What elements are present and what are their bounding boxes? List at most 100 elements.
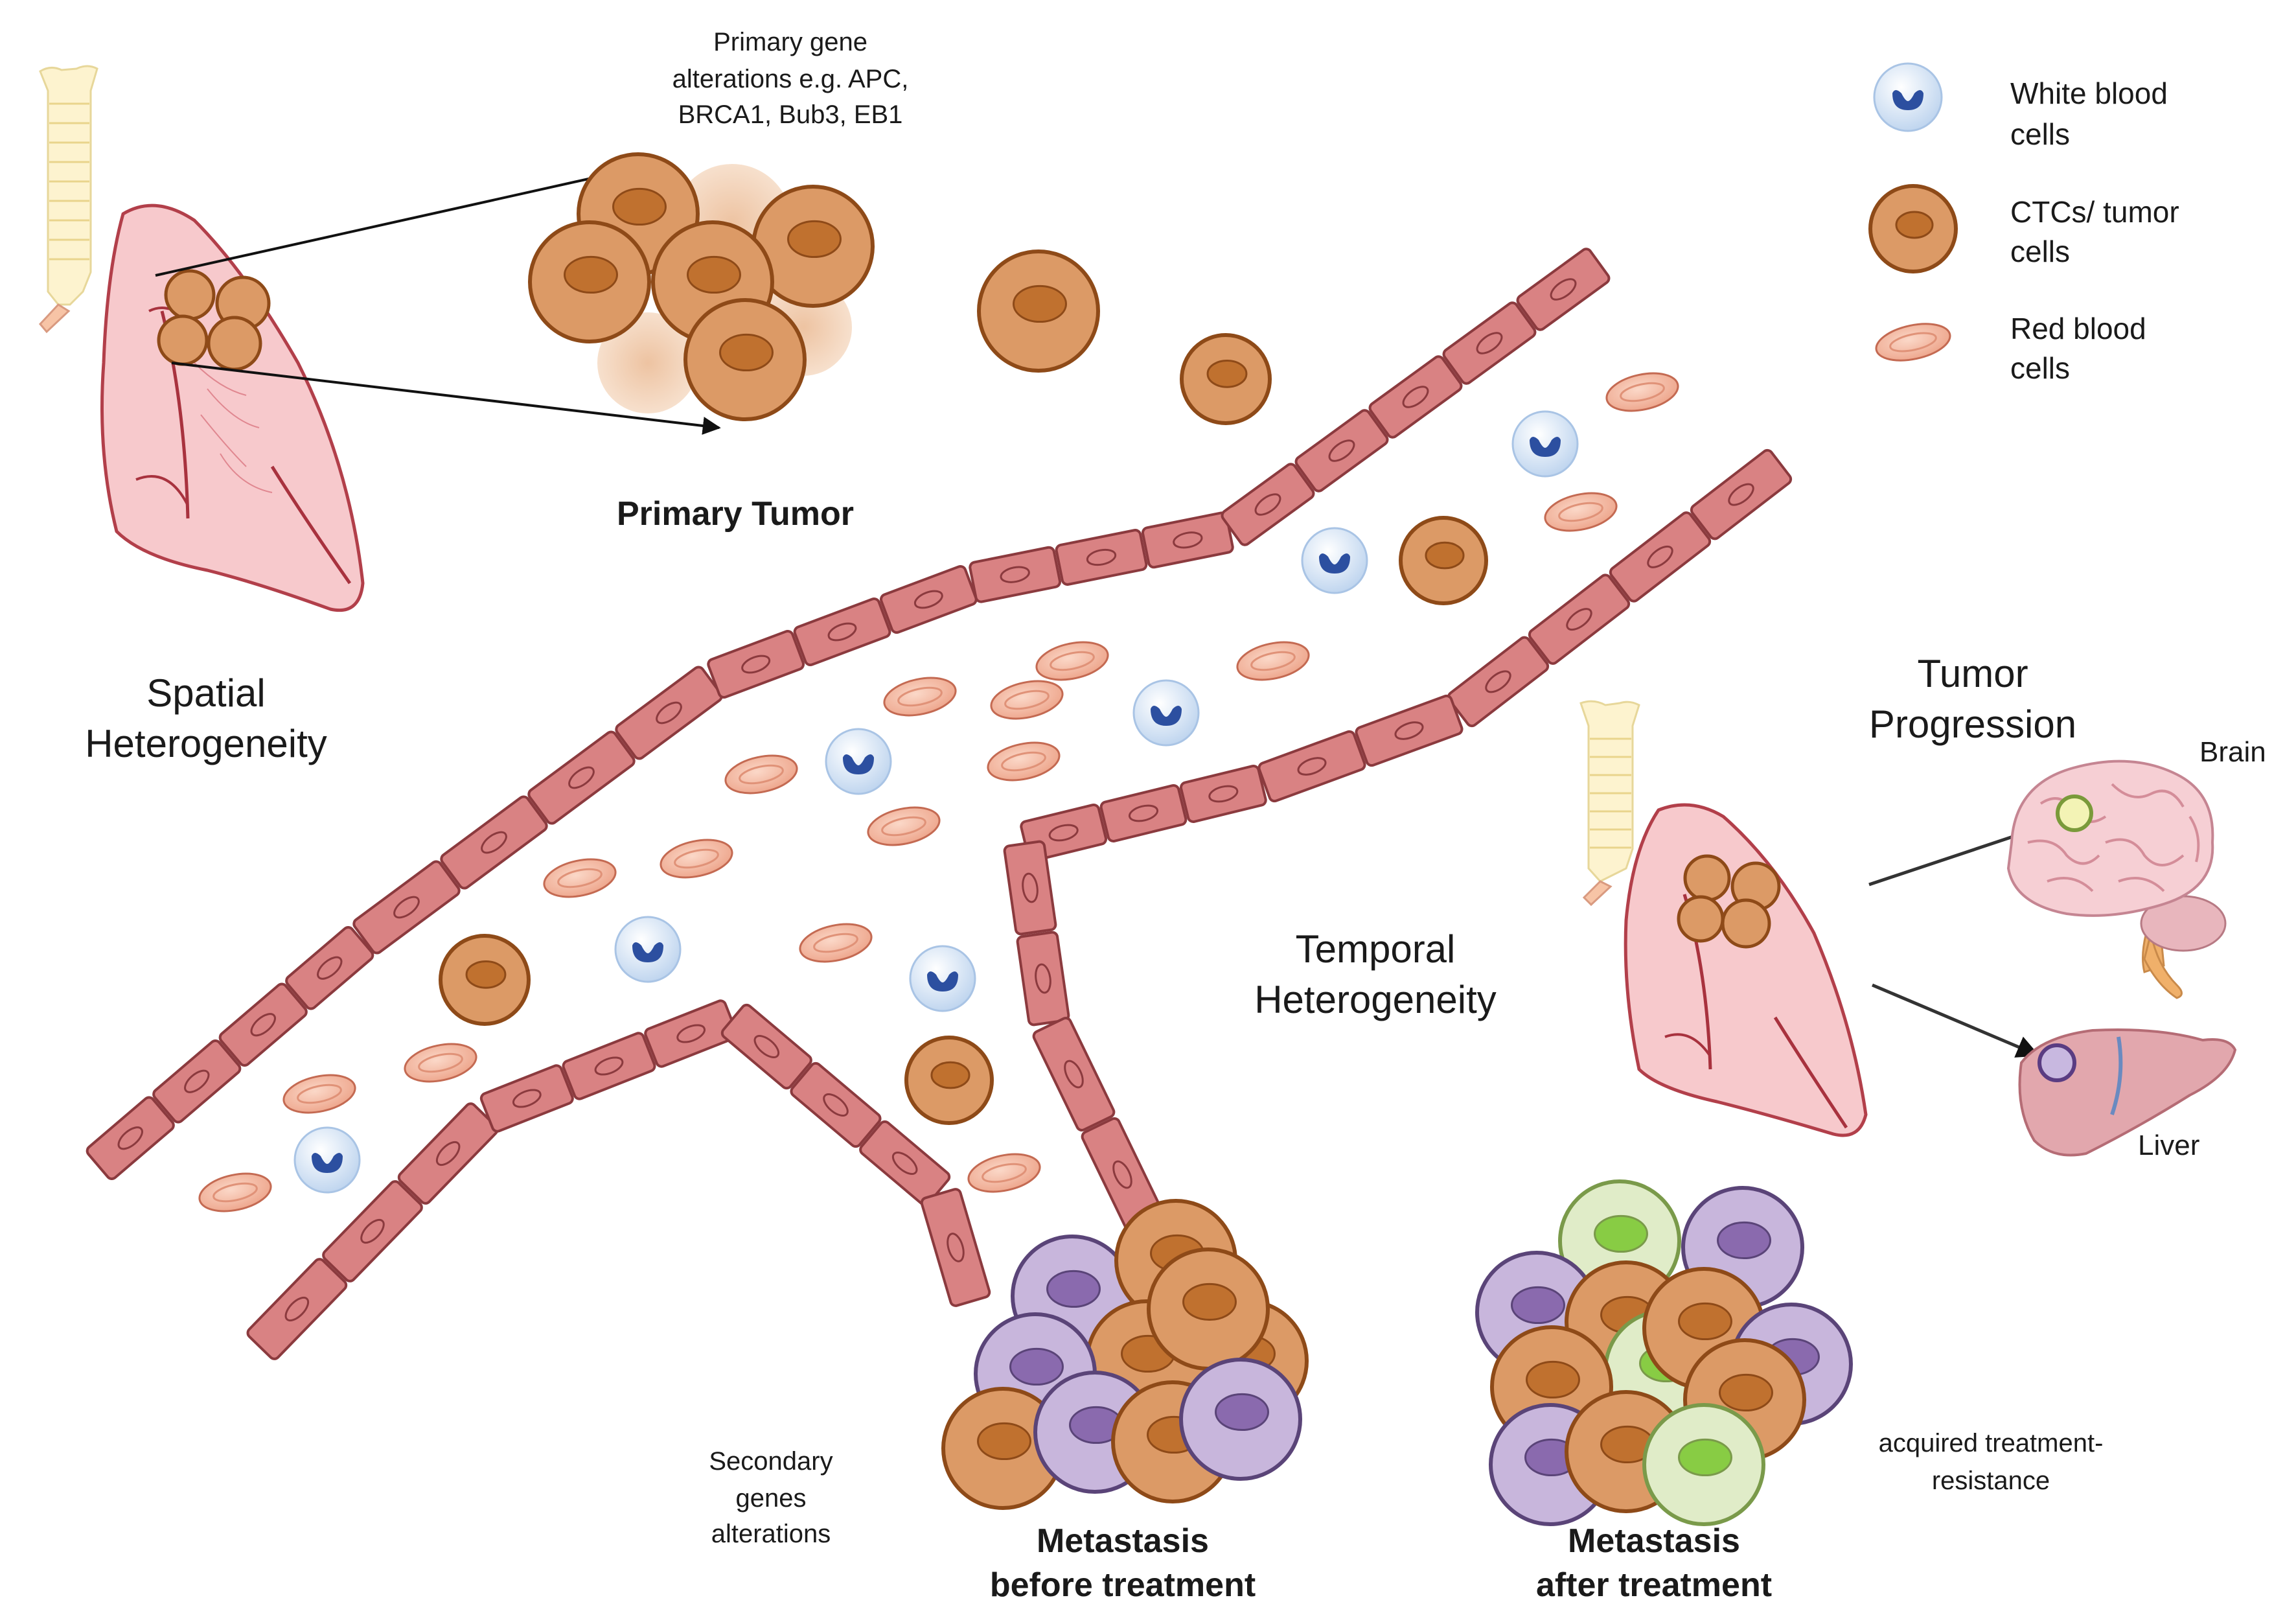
lung-tumor [157,269,271,371]
vessel-wall-cell [246,1258,348,1360]
red-blood-cells [198,372,1679,1212]
red-blood-cell-icon [1875,323,1951,362]
lung-icon [1579,700,1868,1137]
legend-rbc-line1: Red blood [2010,312,2146,345]
vessel-wall-cell [1528,574,1631,665]
red-blood-cell-icon [198,1172,272,1212]
white-blood-cell-icon [293,1126,361,1194]
spatial-line1: Spatial [146,671,265,715]
meta-after-line2: after treatment [1536,1566,1772,1604]
trachea-icon [39,65,98,334]
resistance-line1: acquired treatment- [1879,1429,2104,1457]
white-blood-cell-icon [825,728,892,795]
legend: White blood cells CTCs/ tumor cells Red … [1868,62,2179,385]
vessel-wall-cell [285,925,374,1010]
metastasis-after-label: Metastasis after treatment [1536,1522,1772,1604]
vessel-wall-cell [322,1180,423,1282]
red-blood-cell-icon [1236,641,1310,681]
vessel-wall-cell [1368,355,1463,439]
lung-icon [39,65,365,612]
temporal-heterogeneity-label: Temporal Heterogeneity [1254,927,1497,1021]
tumor-cell-icon [941,1387,1064,1510]
vessel-wall-cell [1032,1016,1116,1132]
red-blood-cell-icon [404,1043,477,1083]
vessel-wall-cell [562,1032,656,1100]
vessel-wall-cell [1099,784,1188,842]
legend-ctc-line1: CTCs/ tumor [2010,195,2179,229]
primary-tumor-title: Primary Tumor [617,495,854,533]
vessel-wall-cell [152,1039,242,1124]
tumor-progression-label: Tumor Progression [1869,652,2076,746]
mutant-cell [1642,1403,1765,1526]
red-blood-cell-icon [1605,372,1679,412]
red-blood-cell-icon [799,923,873,963]
vessel-wall-cell [1257,730,1366,803]
acquired-resistance-label: acquired treatment- resistance [1879,1429,2104,1495]
tumor-cell-icon [1399,516,1488,605]
arrow-icon [171,362,721,435]
red-blood-cell-icon [867,806,941,846]
progression-line1: Tumor [1917,652,2028,695]
spatial-line2: Heterogeneity [85,722,327,765]
white-blood-cell-icon [1301,527,1368,594]
secondary-line3: alterations [711,1520,831,1548]
legend-wbc-line1: White blood [2010,76,2168,110]
white-blood-cell-icon [1511,410,1579,478]
red-blood-cell-icon [660,839,733,879]
tumor-cell-icon [1180,333,1272,425]
vessel-wall-cell [969,546,1062,603]
vessel-wall-cell [920,1188,991,1307]
blood-vessel-left-wall [246,999,991,1360]
tumor-cell-icon [977,249,1100,373]
blood-vessel-right-wall [1003,448,1793,1233]
primary-tumor-cluster [528,152,875,421]
vessel-wall-cell [1609,511,1712,603]
vessel-wall-cell [615,666,723,760]
tumor-cell-icon [683,298,807,421]
red-blood-cell-icon [1035,641,1109,681]
vessel-wall-cell [720,1003,812,1090]
vessel-wall-cell [1690,448,1793,540]
secondary-line2: genes [736,1484,807,1513]
white-blood-cell-icon [614,916,682,983]
legend-tumor-cell: CTCs/ tumor cells [1868,184,2179,273]
legend-white-blood-cell: White blood cells [1873,62,2168,151]
lung-tumor [1677,854,1781,949]
red-blood-cell-icon [987,741,1061,782]
resistant-cell [1179,1358,1302,1481]
white-blood-cell-icon [909,945,976,1012]
vessel-wall-cell [707,629,805,699]
tumor-cell-icon [1868,184,1958,273]
vessel-wall-cell [86,1096,175,1181]
spatial-heterogeneity-label: Spatial Heterogeneity [85,671,327,765]
arrow-icon [155,156,666,277]
secondary-line1: Secondary [709,1447,832,1476]
meta-after-line1: Metastasis [1568,1522,1740,1560]
progression-line2: Progression [1869,702,2076,746]
metastasis-after-treatment-cluster [1475,1179,1853,1526]
vessel-wall-cell [1055,529,1148,586]
vessel-wall-cell [793,597,891,667]
arrow-icon [1872,983,2040,1058]
vessel-wall-cell [218,982,308,1067]
blood-vessel-upper-wall [86,248,1611,1181]
vessel-wall-cell [1016,931,1070,1027]
vessel-wall-cell [790,1061,882,1148]
tumor-cell-icon [528,220,651,343]
brain-label: Brain [2199,736,2266,768]
primary-gene-alterations-label: Primary gene alterations e.g. APC, BRCA1… [672,28,909,129]
red-blood-cell-icon [967,1153,1041,1193]
liver-icon [2018,1028,2237,1157]
vessel-wall-cell [1179,765,1267,823]
vessel-wall-cell [859,1120,951,1207]
red-blood-cell-icon [543,858,617,898]
vessel-wall-cell [1221,463,1315,546]
vessel-wall-cell [1141,511,1234,569]
brain-icon [2006,760,2227,999]
vessel-wall-cell [440,795,548,890]
primary-gene-line1: Primary gene [713,28,867,56]
metastasis-before-treatment-cluster [941,1199,1309,1510]
white-blood-cell-icon [1132,679,1200,747]
primary-gene-line3: BRCA1, Bub3, EB1 [678,100,903,129]
